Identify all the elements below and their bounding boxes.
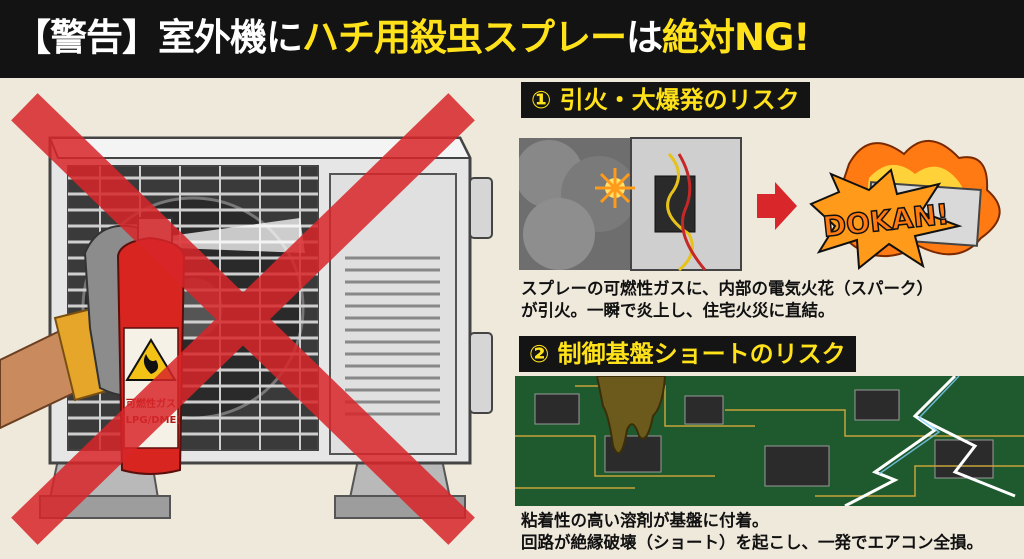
header-banner: 【警告】室外機にハチ用殺虫スプレーは絶対NG! <box>0 0 1024 78</box>
section1-caption-line2: が引火。一瞬で炎上し、住宅火災に直結。 <box>521 301 835 320</box>
risk-panels: ① 引火・大爆発のリスク DOKAN! スプレーの可燃性ガスに、内部の電気火花（… <box>515 78 1024 559</box>
outdoor-unit-illustration-panel: 可燃性ガス (LPG/DME) <box>0 78 515 559</box>
title-highlight: ハチ用殺虫スプレー <box>302 16 627 59</box>
title-warning-highlight: 絶対NG! <box>662 16 810 59</box>
spray-mist <box>170 218 305 253</box>
section1-caption: スプレーの可燃性ガスに、内部の電気火花（スパーク） が引火。一瞬で炎上し、住宅火… <box>521 278 933 322</box>
prohibition-x-icon <box>11 93 475 545</box>
section1-caption-line1: スプレーの可燃性ガスに、内部の電気火花（スパーク） <box>521 279 934 298</box>
title-mid: は <box>626 16 663 59</box>
section1-heading: ① 引火・大爆発のリスク <box>521 82 810 118</box>
circuit-board-short-illustration <box>515 376 1024 506</box>
section2-heading: ② 制御基盤ショートのリスク <box>519 336 856 372</box>
section2-caption-line1: 粘着性の高い溶剤が基盤に付着。 <box>521 511 769 530</box>
title-prefix: 【警告】室外機に <box>14 16 303 59</box>
section2-caption-line2: 回路が絶縁破壊（ショート）を起こし、一発でエアコン全損。 <box>521 533 983 552</box>
outdoor-unit-illustration: 可燃性ガス (LPG/DME) <box>0 93 493 545</box>
section2-caption: 粘着性の高い溶剤が基盤に付着。 回路が絶縁破壊（ショート）を起こし、一発でエアコ… <box>521 510 983 554</box>
fire-explosion-illustration: DOKAN! <box>519 137 1019 272</box>
page-title: 【警告】室外機にハチ用殺虫スプレーは絶対NG! <box>14 12 810 64</box>
